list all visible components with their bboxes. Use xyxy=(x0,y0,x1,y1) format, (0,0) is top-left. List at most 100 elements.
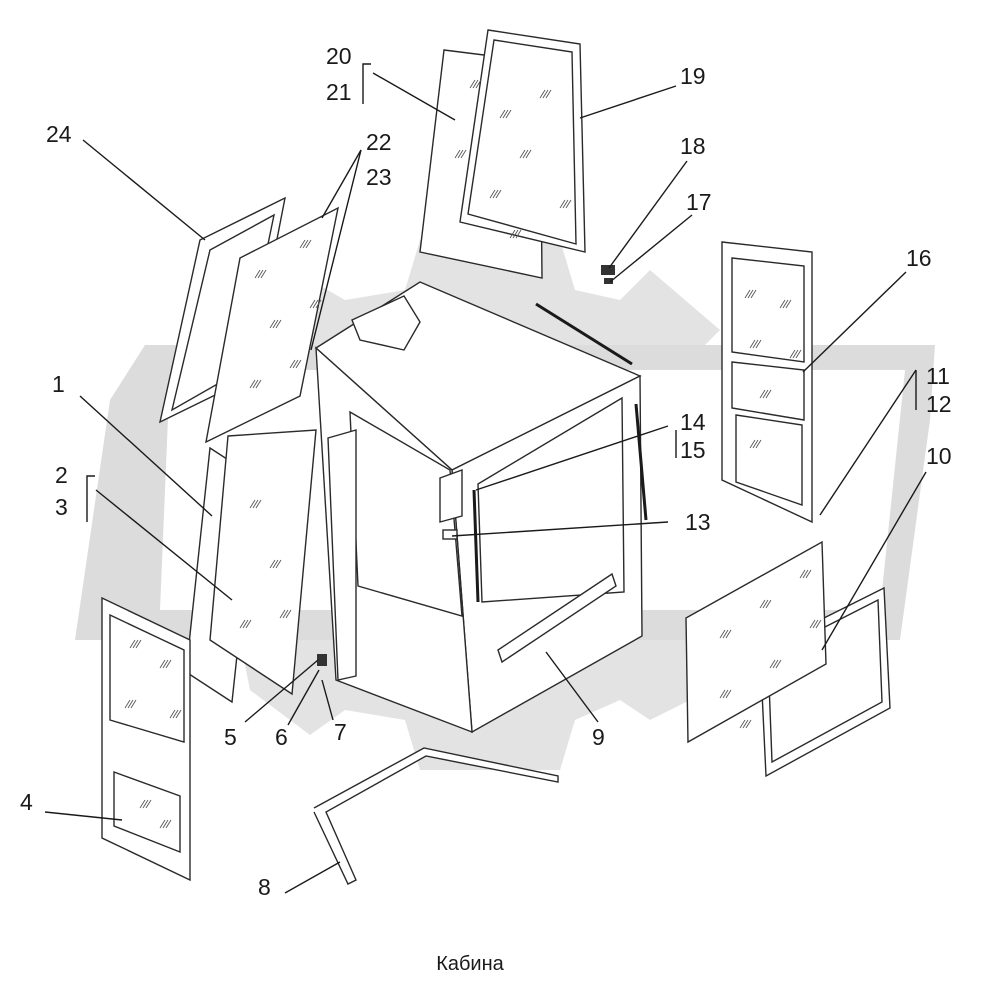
glass-hatch xyxy=(257,269,264,279)
glass-hatch xyxy=(739,719,746,729)
glass-hatch xyxy=(312,299,319,309)
glass-hatch xyxy=(175,709,182,719)
part-8-seal xyxy=(313,747,559,885)
glass-hatch xyxy=(745,719,752,729)
glass-hatch xyxy=(165,659,172,669)
side-handrail xyxy=(634,403,648,521)
callout-6: 6 xyxy=(275,724,288,750)
glass-hatch xyxy=(132,639,139,649)
glass-hatch xyxy=(752,439,759,449)
glass-hatch xyxy=(309,299,316,309)
part-1-side-glass xyxy=(185,429,317,704)
glass-hatch xyxy=(525,149,532,159)
glass-hatch xyxy=(759,599,766,609)
glass-hatch xyxy=(275,559,282,569)
glass-hatch xyxy=(722,629,729,639)
part-14-15-panel xyxy=(439,469,463,523)
glass-hatch xyxy=(805,569,812,579)
glass-hatch xyxy=(239,619,246,629)
glass-hatch xyxy=(539,89,546,99)
callout-20: 20 xyxy=(326,43,352,69)
glass-hatch xyxy=(272,319,279,329)
callout-18: 18 xyxy=(680,133,706,159)
glass-hatch xyxy=(749,339,756,349)
part-13-latch xyxy=(442,529,458,540)
glass-hatch xyxy=(515,229,522,239)
glass-hatch xyxy=(245,619,252,629)
glass-hatch xyxy=(169,709,176,719)
glass-hatch xyxy=(124,699,131,709)
glass-hatch xyxy=(135,639,142,649)
callout-8: 8 xyxy=(258,874,271,900)
callout-14: 14 xyxy=(680,409,706,435)
glass-hatch xyxy=(779,299,786,309)
glass-hatch xyxy=(542,89,549,99)
glass-hatch xyxy=(509,229,516,239)
glass-hatch xyxy=(769,659,776,669)
glass-hatch xyxy=(162,659,169,669)
roof-handrail xyxy=(535,302,633,366)
glass-hatch xyxy=(812,619,819,629)
glass-hatch xyxy=(512,229,519,239)
part-4-left-door xyxy=(101,596,191,882)
glass-hatch xyxy=(292,359,299,369)
callout-10: 10 xyxy=(926,443,952,469)
leader-lines xyxy=(44,63,927,894)
glass-hatch xyxy=(460,149,467,159)
glass-hatch xyxy=(279,609,286,619)
glass-hatch xyxy=(795,349,802,359)
glass-marks xyxy=(124,79,822,829)
glass-hatch xyxy=(159,819,166,829)
glass-hatch xyxy=(130,699,137,709)
callout-24: 24 xyxy=(46,121,72,147)
glass-hatch xyxy=(492,189,499,199)
glass-hatch xyxy=(772,659,779,669)
callout-9: 9 xyxy=(592,724,605,750)
glass-hatch xyxy=(305,239,312,249)
callout-17: 17 xyxy=(686,189,712,215)
glass-hatch xyxy=(495,189,502,199)
glass-hatch xyxy=(252,379,259,389)
glass-hatch xyxy=(725,689,732,699)
glass-hatch xyxy=(315,299,322,309)
callout-1: 1 xyxy=(52,371,65,397)
glass-hatch xyxy=(762,599,769,609)
glass-hatch xyxy=(295,359,302,369)
glass-hatch xyxy=(562,199,569,209)
glass-hatch xyxy=(255,499,262,509)
glass-hatch xyxy=(454,149,461,159)
glass-hatch xyxy=(719,629,726,639)
callout-21: 21 xyxy=(326,79,352,105)
glass-hatch xyxy=(789,349,796,359)
glass-hatch xyxy=(457,149,464,159)
glass-hatch xyxy=(127,699,134,709)
glass-hatch xyxy=(145,799,152,809)
cabin-step xyxy=(497,572,617,664)
glass-hatch xyxy=(285,609,292,619)
part-17-18-fastener xyxy=(601,265,615,284)
glass-hatch xyxy=(469,79,476,89)
glass-hatch xyxy=(489,189,496,199)
glass-hatch xyxy=(755,339,762,349)
callout-labels: 1 2 3 4 5 6 7 8 9 10 11 12 13 14 15 16 1… xyxy=(20,43,952,900)
glass-hatch xyxy=(565,199,572,209)
callout-11: 11 xyxy=(926,363,950,389)
glass-hatch xyxy=(785,299,792,309)
glass-hatch xyxy=(165,819,172,829)
part-11-12-window-glass xyxy=(685,540,827,744)
glass-hatch xyxy=(159,659,166,669)
callout-16: 16 xyxy=(906,245,932,271)
callout-23: 23 xyxy=(366,164,392,190)
glass-hatch xyxy=(269,559,276,569)
glass-hatch xyxy=(162,819,169,829)
glass-hatch xyxy=(809,619,816,629)
glass-hatch xyxy=(302,239,309,249)
glass-hatch xyxy=(249,499,256,509)
callout-12: 12 xyxy=(926,391,952,417)
glass-hatch xyxy=(799,569,806,579)
glass-hatch xyxy=(475,79,482,89)
glass-hatch xyxy=(254,269,261,279)
glass-hatch xyxy=(719,689,726,699)
glass-hatch xyxy=(129,639,136,649)
